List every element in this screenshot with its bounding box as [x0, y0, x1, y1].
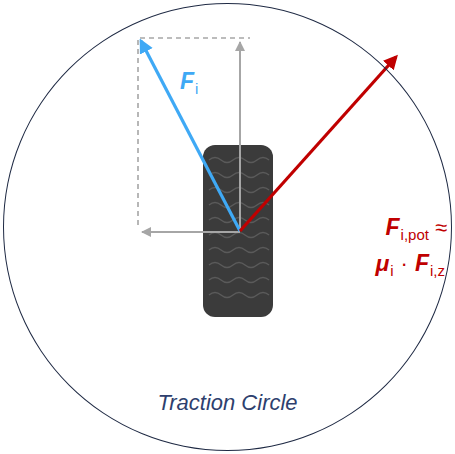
subscript-text: i: [195, 80, 198, 97]
formula-symbol: ·: [401, 251, 408, 276]
formula-label: μi · Fi,z: [375, 250, 445, 279]
subscript-text: i,pot: [401, 226, 429, 243]
subscript-text: i: [390, 262, 393, 279]
formula-label: Fi,pot ≈: [386, 214, 448, 243]
traction-circle: Traction Circle: [3, 3, 452, 451]
formula-symbol: F: [180, 68, 194, 94]
formula-symbol: F: [415, 250, 429, 276]
formula-symbol: ≈: [435, 215, 447, 240]
formula-symbol: μ: [375, 250, 389, 276]
subscript-text: i,z: [430, 262, 445, 279]
formula-symbol: F: [386, 214, 400, 240]
circle-title: Traction Circle: [4, 390, 451, 416]
component-lines: [138, 38, 250, 232]
force-arrow: [141, 41, 240, 231]
formula-label: Fi: [180, 68, 198, 97]
potential-force-arrow: [240, 57, 396, 231]
